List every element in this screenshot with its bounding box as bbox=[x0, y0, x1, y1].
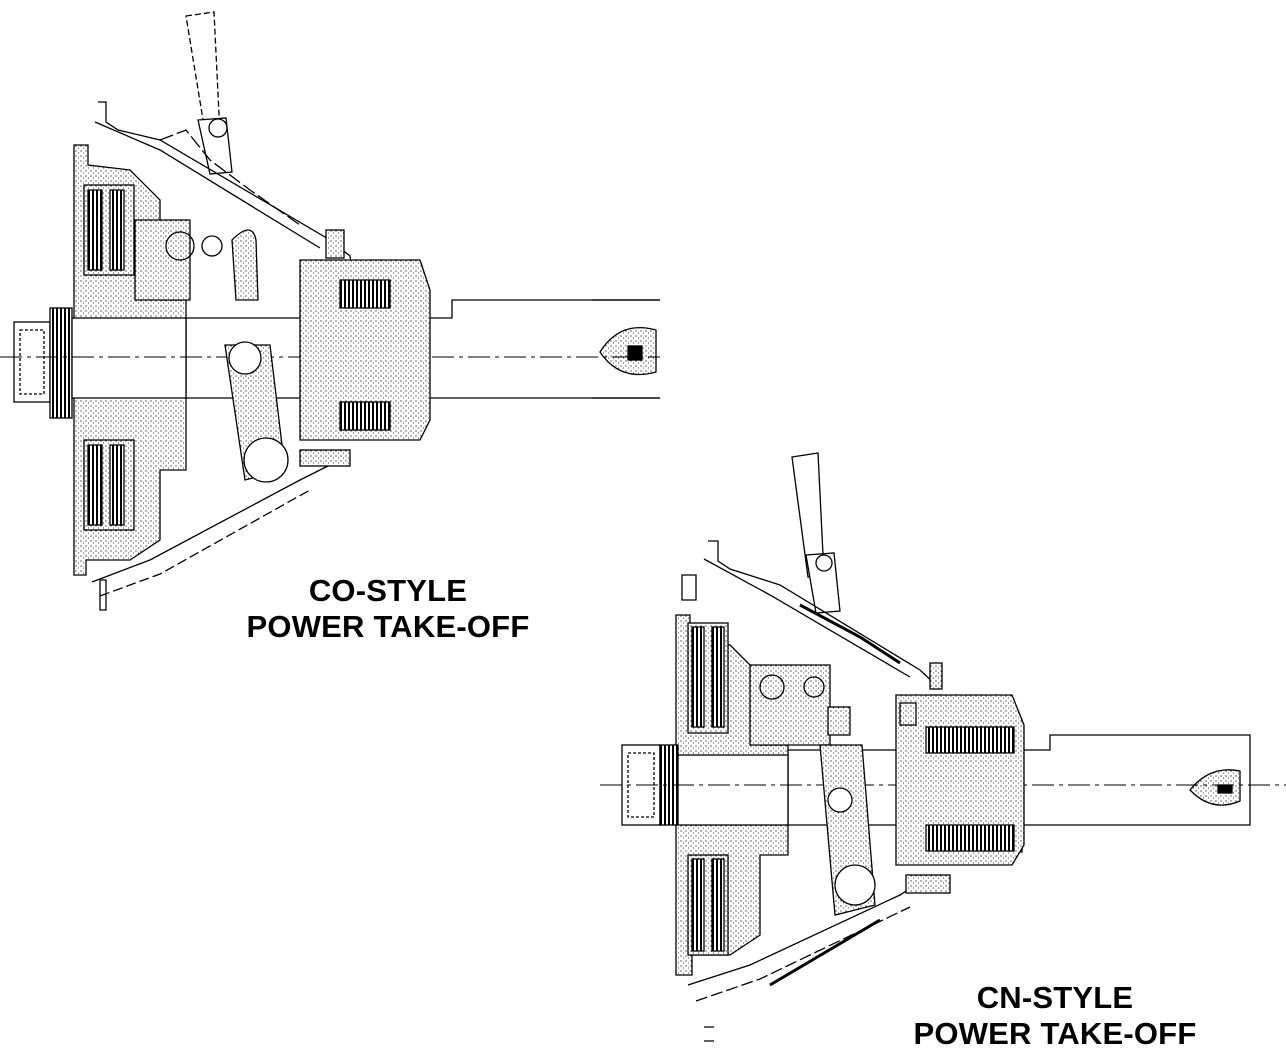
cn-style-caption-line2: POWER TAKE-OFF bbox=[913, 1016, 1197, 1051]
input-hub bbox=[13, 307, 73, 419]
upper-housing-flange bbox=[94, 101, 353, 271]
shift-lever bbox=[791, 452, 841, 614]
lower-housing-flange bbox=[91, 459, 341, 611]
bearing-housing bbox=[895, 694, 1025, 894]
co-style-caption-line2: POWER TAKE-OFF bbox=[246, 609, 530, 644]
cn-style-caption: CN-STYLE POWER TAKE-OFF bbox=[880, 980, 1230, 1052]
cn-style-caption-line1: CN-STYLE bbox=[976, 980, 1134, 1015]
upper-housing-flange bbox=[681, 540, 943, 690]
co-style-caption-line1: CO-STYLE bbox=[308, 573, 468, 608]
co-style-pto-drawing bbox=[0, 11, 660, 611]
gear-assembly bbox=[134, 219, 289, 483]
co-style-caption: CO-STYLE POWER TAKE-OFF bbox=[200, 573, 576, 645]
gear-assembly bbox=[749, 664, 876, 916]
shift-lever bbox=[185, 11, 233, 175]
cn-style-pto-drawing bbox=[600, 452, 1286, 1042]
bearing-housing bbox=[299, 259, 431, 467]
